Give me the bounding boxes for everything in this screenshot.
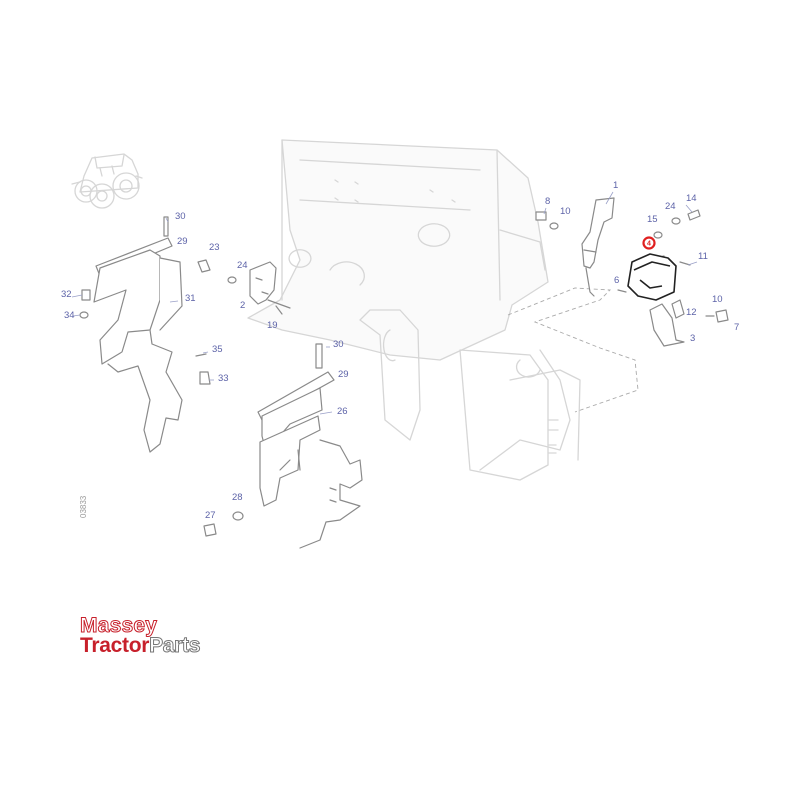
middle-guard-assembly — [203, 343, 363, 549]
callout-c30a: 30 — [175, 211, 186, 222]
callout-c33: 33 — [218, 373, 229, 384]
callout-c2: 2 — [240, 300, 245, 311]
callout-c34: 34 — [64, 310, 75, 321]
callout-c29b: 29 — [338, 369, 349, 380]
clip-part-3 — [649, 299, 729, 347]
callout-c28: 28 — [232, 492, 243, 503]
callout-labels: 1 8 10 14 24 15 11 6 10 7 12 3 30 29 23 24 2 19 31 32 34 35 33… — [61, 180, 739, 521]
callout-c30b: 30 — [333, 339, 344, 350]
callout-c10b: 10 — [712, 294, 723, 305]
callout-c1: 1 — [613, 180, 618, 191]
callout-c23: 23 — [209, 242, 220, 253]
callout-c31: 31 — [185, 293, 196, 304]
callout-c15: 15 — [647, 214, 658, 225]
logo-tractorparts: TractorParts — [80, 634, 201, 657]
guard-housing-part — [617, 253, 677, 301]
callout-c10a: 10 — [560, 206, 571, 217]
highlight-label: 4 — [647, 241, 651, 248]
callout-c7: 7 — [734, 322, 739, 333]
callout-c8: 8 — [545, 196, 550, 207]
brand-logo: Massey TractorParts — [79, 614, 201, 657]
left-guard-assembly — [79, 216, 211, 453]
callout-c35: 35 — [212, 344, 223, 355]
callout-c6: 6 — [614, 275, 619, 286]
logo-tractor: Tractor — [80, 634, 150, 657]
callout-c19: 19 — [267, 320, 278, 331]
reference-code: 03833 — [79, 495, 88, 518]
callout-c12: 12 — [686, 307, 697, 318]
leader-lines — [71, 191, 698, 415]
highlight-marker: 4 — [642, 236, 656, 250]
chassis-frame — [247, 139, 581, 481]
callout-c3: 3 — [690, 333, 695, 344]
tractor-thumbnail — [71, 153, 143, 209]
fasteners-right-top — [535, 209, 701, 266]
callout-c29a: 29 — [177, 236, 188, 247]
callout-c24a: 24 — [665, 201, 676, 212]
callout-c26: 26 — [337, 406, 348, 417]
callout-c27: 27 — [205, 510, 216, 521]
callout-c14: 14 — [686, 193, 697, 204]
logo-parts: Parts — [149, 634, 201, 657]
callout-c32: 32 — [61, 289, 72, 300]
logo-massey: Massey — [79, 614, 158, 637]
callout-c11: 11 — [698, 251, 708, 262]
callout-c24b: 24 — [237, 260, 248, 271]
bracket-part-1 — [581, 197, 615, 297]
bracket-part-2 — [197, 259, 291, 315]
mounting-outline — [507, 287, 639, 413]
